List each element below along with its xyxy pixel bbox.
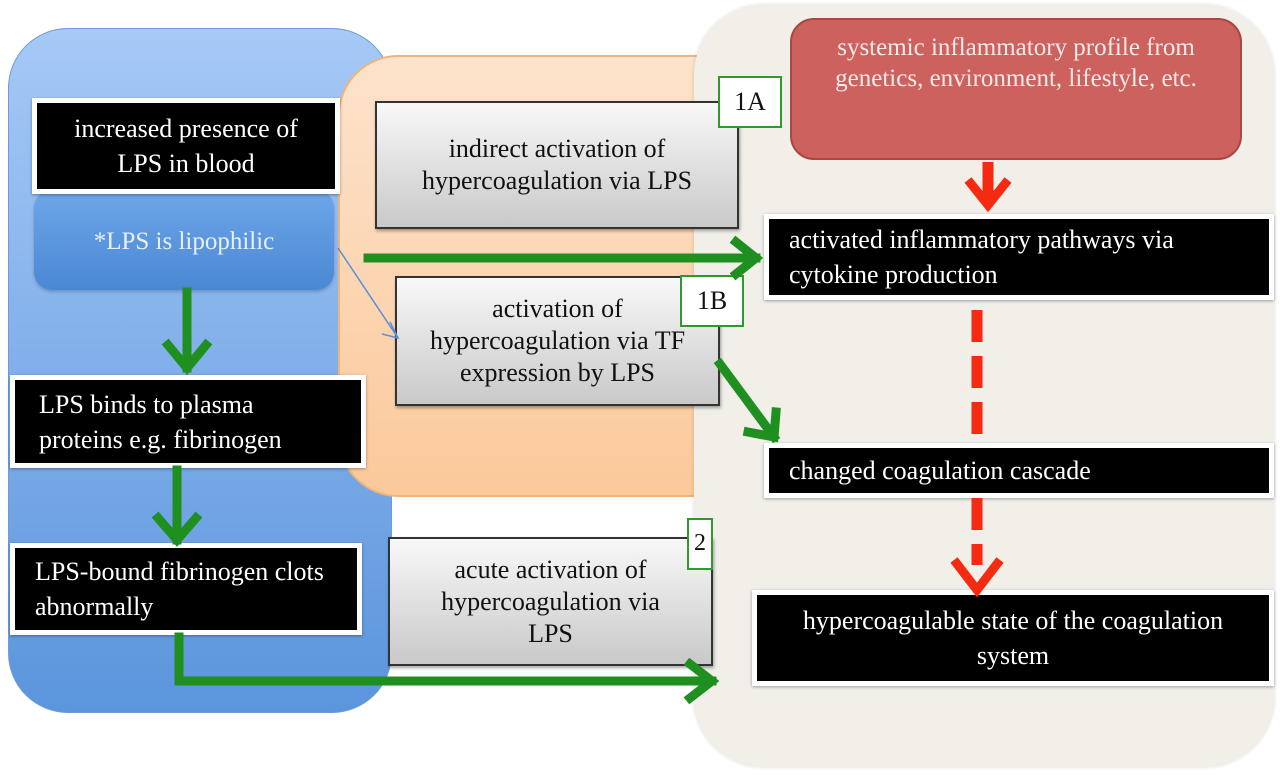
activated-pathways-text: activated inflammatory pathways via cyto… bbox=[789, 225, 1174, 289]
binds-to-clots-arrowhead bbox=[151, 511, 203, 547]
lps-binds-text: LPS binds to plasma proteins e.g. fibrin… bbox=[39, 389, 282, 454]
hypercoagulable-state-text: hypercoagulable state of the coagulation… bbox=[802, 606, 1224, 670]
pathway-2-box: acute activation of hypercoagulation via… bbox=[388, 537, 713, 666]
activated-pathways-box: activated inflammatory pathways via cyto… bbox=[764, 214, 1274, 300]
lipophilic-to-1b-arrow bbox=[337, 247, 399, 339]
1b-to-cascade-arrow bbox=[713, 357, 781, 444]
lipophilic-note-box: *LPS is lipophilic bbox=[34, 190, 334, 290]
lps-presence-text: increased presence of LPS in blood bbox=[74, 114, 298, 178]
pathway-1a-tag: 1A bbox=[718, 76, 782, 128]
clots-to-hypercoag-arrow bbox=[174, 632, 717, 686]
profile-to-inflammatory-arrowhead bbox=[964, 177, 1012, 213]
pathway-1b-tag: 1B bbox=[680, 275, 744, 327]
clots-to-hypercoag-arrowhead bbox=[683, 657, 720, 705]
1b-to-cascade-arrowhead bbox=[742, 407, 781, 443]
clots-abnormally-text: LPS-bound fibrinogen clots abnormally bbox=[35, 557, 324, 621]
pathway-1a-box: indirect activation of hypercoagulation … bbox=[375, 101, 739, 229]
pathway-1b-box: activation of hypercoagulation via TF ex… bbox=[395, 276, 720, 406]
clots-abnormally-box: LPS-bound fibrinogen clots abnormally bbox=[10, 543, 362, 635]
pathway-1a-text: indirect activation of hypercoagulation … bbox=[421, 134, 693, 195]
lipophilic-note: *LPS is lipophilic bbox=[93, 228, 275, 255]
changed-cascade-box: changed coagulation cascade bbox=[764, 443, 1274, 498]
1a-to-inflammatory-arrowhead bbox=[729, 235, 764, 281]
lps-presence-box: increased presence of LPS in blood bbox=[32, 98, 340, 194]
pathway-1b-text: activation of hypercoagulation via TF ex… bbox=[429, 294, 686, 387]
changed-cascade-text: changed coagulation cascade bbox=[789, 456, 1091, 485]
lipophilic-to-1b-arrowhead bbox=[381, 321, 400, 340]
presence-to-binds-arrowhead bbox=[161, 338, 213, 376]
pathway-2-tag: 2 bbox=[687, 518, 713, 570]
lps-binds-box: LPS binds to plasma proteins e.g. fibrin… bbox=[10, 375, 366, 468]
pathway-2-text: acute activation of hypercoagulation via… bbox=[441, 554, 660, 648]
systemic-profile-text: systemic inflammatory profile from genet… bbox=[835, 34, 1197, 92]
hypercoagulable-state-box: hypercoagulable state of the coagulation… bbox=[752, 590, 1274, 686]
systemic-profile-box: systemic inflammatory profile from genet… bbox=[790, 18, 1242, 160]
cascade-to-hypercoag-arrowhead bbox=[950, 557, 1004, 598]
